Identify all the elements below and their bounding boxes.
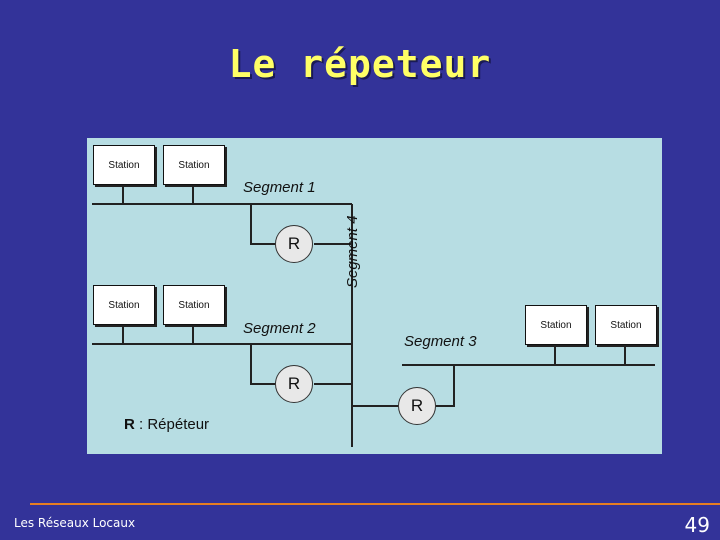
legend: R : Répéteur (124, 416, 209, 433)
slide-title: Le répeteur (228, 42, 492, 86)
repeater-link (242, 343, 275, 385)
station-4: Station (163, 285, 225, 325)
repeater-2: R (275, 365, 313, 403)
segment-2-label: Segment 2 (243, 320, 316, 337)
station-3: Station (93, 285, 155, 325)
wiring (92, 184, 655, 447)
footer-title: Les Réseaux Locaux (14, 516, 136, 530)
station-1: Station (93, 145, 155, 185)
repeater-link (436, 365, 455, 407)
segment-4-label-text: Segment 4 (344, 215, 361, 288)
segment-4-label: Segment 4 (344, 215, 361, 288)
station-2: Station (163, 145, 225, 185)
network-diagram: Station Station Station Station Station … (87, 138, 662, 454)
repeater-3: R (398, 387, 436, 425)
station-6: Station (595, 305, 657, 345)
segment-3-label: Segment 3 (404, 333, 477, 350)
footer-rule (30, 503, 720, 505)
station-5: Station (525, 305, 587, 345)
legend-text: : Répéteur (134, 416, 210, 433)
legend-key: R (124, 416, 135, 433)
segment-1-label: Segment 1 (243, 179, 316, 196)
repeater-1: R (275, 225, 313, 263)
repeater-link (242, 203, 275, 245)
page-number: 49 (684, 513, 710, 537)
